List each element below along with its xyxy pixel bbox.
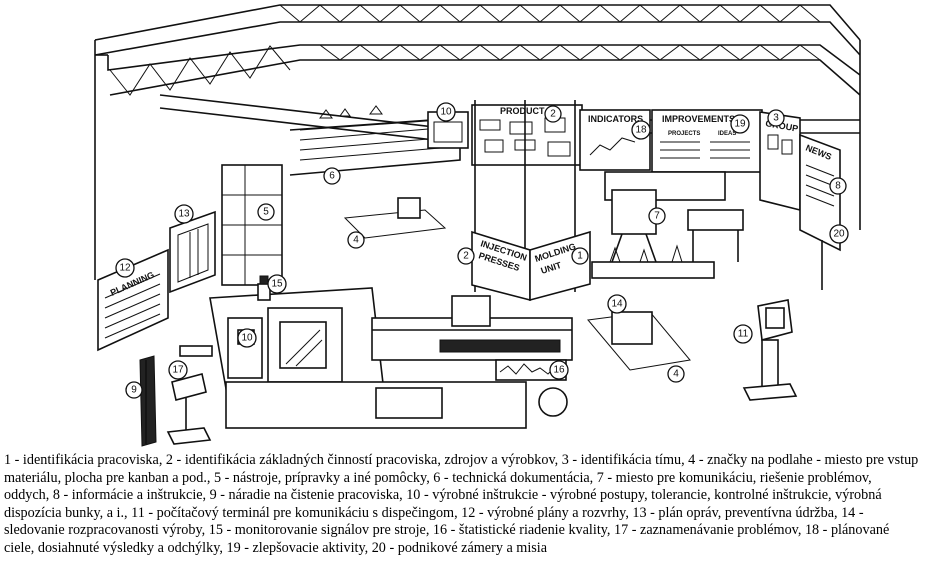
marker-label: 12: [119, 263, 131, 274]
marker-label: 8: [835, 181, 841, 192]
number-marker-marker-13: 13: [174, 204, 194, 224]
number-marker-marker-3: 3: [767, 109, 785, 127]
number-marker-marker-18: 18: [631, 120, 651, 140]
marker-circle: [829, 224, 849, 244]
number-marker-marker-19: 19: [730, 114, 750, 134]
marker-circle: [730, 114, 750, 134]
marker-label: 7: [654, 211, 660, 222]
number-marker-marker-7: 7: [648, 207, 666, 225]
marker-label: 17: [172, 365, 184, 376]
number-marker-marker-14: 14: [607, 294, 627, 314]
product-board: PRODUCT: [471, 104, 583, 166]
planning-board: PLANNING: [97, 248, 169, 352]
number-marker-marker-16: 16: [549, 360, 569, 380]
marker-label: 11: [738, 329, 749, 340]
marker-circle: [257, 203, 275, 221]
number-marker-marker-4a: 4: [347, 231, 365, 249]
problem-stand: [166, 373, 212, 445]
number-marker-marker-15: 15: [267, 274, 287, 294]
indicators-board: INDICATORS: [579, 109, 651, 171]
maintenance-board: [169, 210, 216, 294]
marker-label: 10: [440, 107, 452, 118]
number-marker-marker-9: 9: [125, 381, 143, 399]
marker-circle: [571, 247, 589, 265]
marker-label: 18: [635, 125, 647, 136]
number-marker-marker-5: 5: [257, 203, 275, 221]
marker-label: 13: [178, 209, 190, 220]
marker-label: 4: [353, 235, 359, 246]
marker-circle: [549, 360, 569, 380]
marker-label: 19: [734, 119, 746, 130]
improvements-label: IMPROVEMENTS: [662, 114, 735, 124]
number-marker-marker-8: 8: [829, 177, 847, 195]
number-marker-marker-12: 12: [115, 258, 135, 278]
marker-circle: [125, 381, 143, 399]
marker-circle: [115, 258, 135, 278]
number-marker-marker-20: 20: [829, 224, 849, 244]
marker-label: 6: [329, 171, 335, 182]
ideas-label: IDEAS: [718, 131, 736, 137]
injection-machine: [179, 275, 573, 429]
figure-caption: 1 - identifikácia pracoviska, 2 - identi…: [4, 452, 919, 558]
marker-circle: [607, 294, 627, 314]
number-marker-marker-2b: 2: [544, 105, 562, 123]
marker-label: 3: [773, 113, 779, 124]
number-marker-marker-17: 17: [168, 360, 188, 380]
marker-circle: [323, 167, 341, 185]
marker-circle: [733, 324, 753, 344]
marker-label: 5: [263, 207, 269, 218]
caption-text: 1 - identifikácia pracoviska, 2 - identi…: [4, 452, 919, 556]
number-marker-marker-2a: 2: [457, 247, 475, 265]
number-marker-marker-6: 6: [323, 167, 341, 185]
marker-circle: [648, 207, 666, 225]
marker-label: 4: [673, 369, 679, 380]
number-marker-marker-10a: 10: [436, 102, 456, 122]
marker-label: 20: [833, 229, 845, 240]
news-board: NEWS: [799, 133, 841, 290]
marker-circle: [767, 109, 785, 127]
marker-circle: [347, 231, 365, 249]
marker-circle: [544, 105, 562, 123]
computer-terminal: [742, 299, 798, 401]
marker-label: 2: [463, 251, 469, 262]
number-marker-marker-11: 11: [733, 324, 753, 344]
marker-label: 14: [611, 299, 623, 310]
product-label: PRODUCT: [500, 106, 545, 116]
marker-circle: [436, 102, 456, 122]
marker-circle: [667, 365, 685, 383]
marker-circle: [174, 204, 194, 224]
marker-circle: [267, 274, 287, 294]
tool-rack: [221, 164, 283, 286]
projects-label: PROJECTS: [668, 131, 700, 137]
marker-circle: [631, 120, 651, 140]
marker-label: 2: [550, 109, 556, 120]
number-marker-marker-10b: 10: [237, 328, 257, 348]
number-marker-marker-4b: 4: [667, 365, 685, 383]
marker-label: 16: [553, 365, 565, 376]
workshop-illustration: PLANNING PRODUCT INDICATORS IMPROVEMENTS…: [94, 4, 861, 447]
number-marker-marker-1: 1: [571, 247, 589, 265]
marker-circle: [237, 328, 257, 348]
marker-circle: [168, 360, 188, 380]
floor-marking: [343, 197, 691, 371]
communication-corner: [591, 171, 744, 279]
group-board: GROUP: [759, 111, 801, 212]
marker-label: 15: [271, 279, 283, 290]
marker-label: 9: [131, 385, 137, 396]
marker-label: 10: [241, 333, 253, 344]
indicators-label: INDICATORS: [588, 114, 643, 124]
cleaning-tools: [139, 355, 157, 447]
marker-label: 1: [577, 251, 583, 262]
marker-circle: [829, 177, 847, 195]
workstation-signs: INJECTION PRESSES MOLDING UNIT: [471, 230, 591, 302]
marker-circle: [457, 247, 475, 265]
